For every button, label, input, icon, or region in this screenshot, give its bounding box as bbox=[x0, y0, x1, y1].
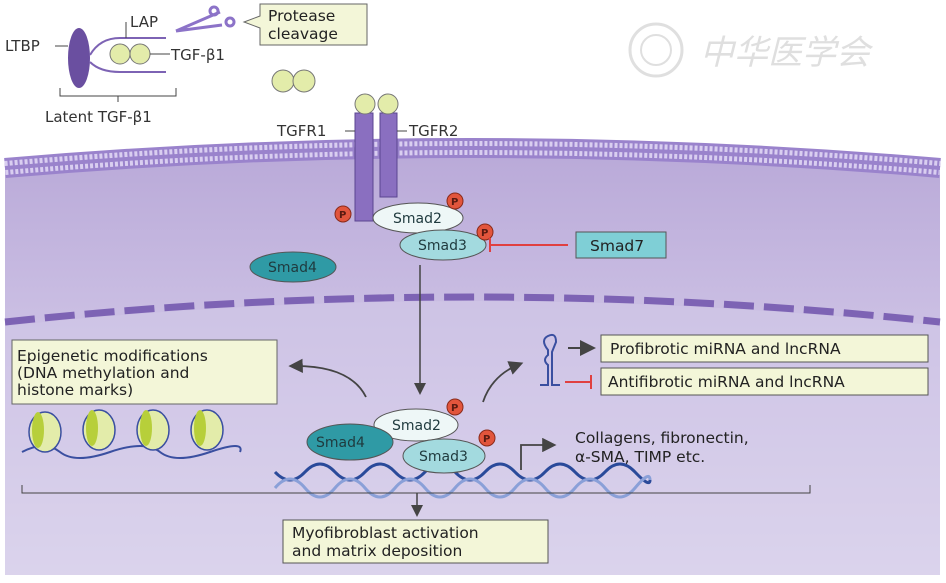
phosphate-groups: P P P P P bbox=[334, 192, 496, 447]
ltbp-shape bbox=[68, 28, 90, 88]
nuclear-envelope bbox=[4, 293, 941, 326]
latent-tgf-b1-complex: LTBP LAP TGF-β1 Latent TGF-β1 bbox=[5, 13, 225, 126]
smad4-nuclear: Smad4 bbox=[306, 423, 394, 461]
cytoplasm-smad2-text: Smad2 bbox=[392, 418, 441, 434]
nucleosomes bbox=[21, 409, 242, 459]
cytoplasm-smad3-text: Smad3 bbox=[419, 449, 468, 465]
antifibrotic-box: Antifibrotic miRNA and lncRNA bbox=[600, 367, 929, 396]
cytoplasm-smad4-text: Smad4 bbox=[268, 260, 317, 276]
cytoplasm-phospho-text: P bbox=[481, 228, 488, 239]
tgfr2-label: TGFR2 bbox=[408, 122, 458, 140]
arrow-to-epigenetic bbox=[288, 358, 367, 398]
smad3-cytoplasm: Smad3 bbox=[399, 229, 487, 261]
extracellular-protease-1-text: cleavage bbox=[268, 25, 338, 43]
ltbp-label: LTBP bbox=[5, 37, 40, 55]
cytoplasm-phospho-text: P bbox=[483, 434, 490, 445]
summary-bracket bbox=[21, 485, 811, 494]
smad2-cytoplasm: Smad2 bbox=[372, 202, 464, 234]
transcription-arrow bbox=[520, 437, 557, 470]
cytoplasm-phospho-text: P bbox=[451, 197, 458, 208]
protease-cleavage-callout: Protease cleavage bbox=[242, 3, 368, 46]
cytoplasm-smad3-text: Smad3 bbox=[418, 238, 467, 254]
smad7-inhibitor: Smad7 bbox=[489, 231, 667, 259]
target-genes-line2: α-SMA, TIMP etc. bbox=[575, 448, 705, 466]
extracellular-protease-0-text: Protease bbox=[268, 7, 335, 25]
nucleus-profibrotic-text: Profibrotic miRNA and lncRNA bbox=[610, 340, 841, 358]
cytoplasm-smad2-text: Smad2 bbox=[393, 211, 442, 227]
cytoplasm-smad4-text: Smad4 bbox=[316, 435, 365, 451]
epigenetic-box: Epigenetic modifications (DNA methylatio… bbox=[11, 339, 278, 405]
cytoplasm-phospho-text: P bbox=[339, 210, 346, 221]
rna-hairpin-icon bbox=[540, 333, 560, 386]
nucleus-antifibrotic-text: Antifibrotic miRNA and lncRNA bbox=[608, 373, 845, 391]
nucleus-outcome-0-text: Myofibroblast activation bbox=[292, 524, 479, 542]
nucleus-outcome-1-text: and matrix deposition bbox=[292, 542, 462, 560]
nucleus-epigenetic-0-text: Epigenetic modifications bbox=[17, 347, 208, 365]
dna-helix bbox=[273, 462, 652, 499]
latent-tgf-b1-label: Latent TGF-β1 bbox=[45, 108, 152, 126]
tgf-receptors: TGFR1 TGFR2 bbox=[276, 93, 458, 222]
tgf-b1-label: TGF-β1 bbox=[170, 46, 225, 64]
nucleus-epigenetic-2-text: histone marks) bbox=[17, 381, 133, 399]
scissors-icon bbox=[175, 5, 236, 33]
arrow-to-mirna bbox=[482, 361, 524, 403]
active-tgf-b1-dimer bbox=[271, 69, 316, 93]
smad3-nuclear: Smad3 bbox=[402, 438, 486, 474]
tgfr1-label: TGFR1 bbox=[276, 122, 326, 140]
nucleus-epigenetic-1-text: (DNA methylation and bbox=[17, 364, 189, 382]
cytoplasm-phospho-text: P bbox=[451, 403, 458, 414]
smad7-label: Smad7 bbox=[590, 237, 644, 255]
svg-text:中华医学会: 中华医学会 bbox=[700, 33, 874, 73]
outcome-box: Myofibroblast activation and matrix depo… bbox=[282, 519, 549, 564]
lap-label: LAP bbox=[130, 13, 158, 31]
smad2-nuclear: Smad2 bbox=[373, 408, 459, 442]
profibrotic-box: Profibrotic miRNA and lncRNA bbox=[600, 334, 929, 363]
smad4-cytoplasm: Smad4 bbox=[249, 251, 337, 283]
target-genes-line1: Collagens, fibronectin, bbox=[575, 429, 749, 447]
watermark-logo: 中华医学会 bbox=[628, 22, 874, 78]
